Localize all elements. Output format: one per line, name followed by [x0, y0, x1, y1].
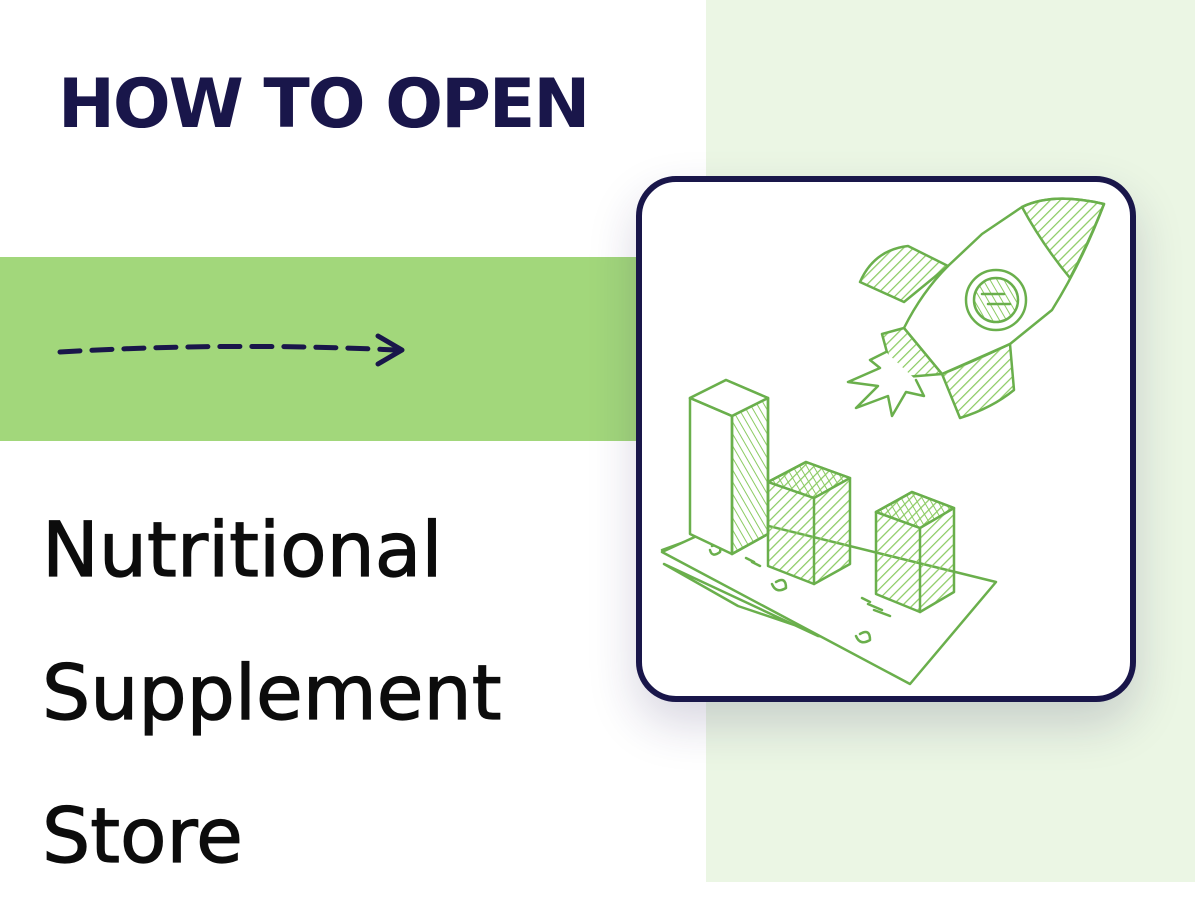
- bar-chart-icon: [688, 378, 956, 614]
- eyebrow-heading: HOW TO OPEN: [58, 65, 590, 144]
- dashed-arrow-icon: [57, 333, 405, 367]
- illustration-card: [636, 176, 1136, 702]
- page-title: Nutritional Supplement Store: [41, 478, 502, 907]
- rocket-icon: [846, 197, 1106, 420]
- rocket-and-bar-chart-icon: [660, 197, 1106, 686]
- title-line-2: Supplement: [41, 647, 502, 737]
- title-line-1: Nutritional: [41, 504, 443, 594]
- title-line-3: Store: [41, 790, 243, 880]
